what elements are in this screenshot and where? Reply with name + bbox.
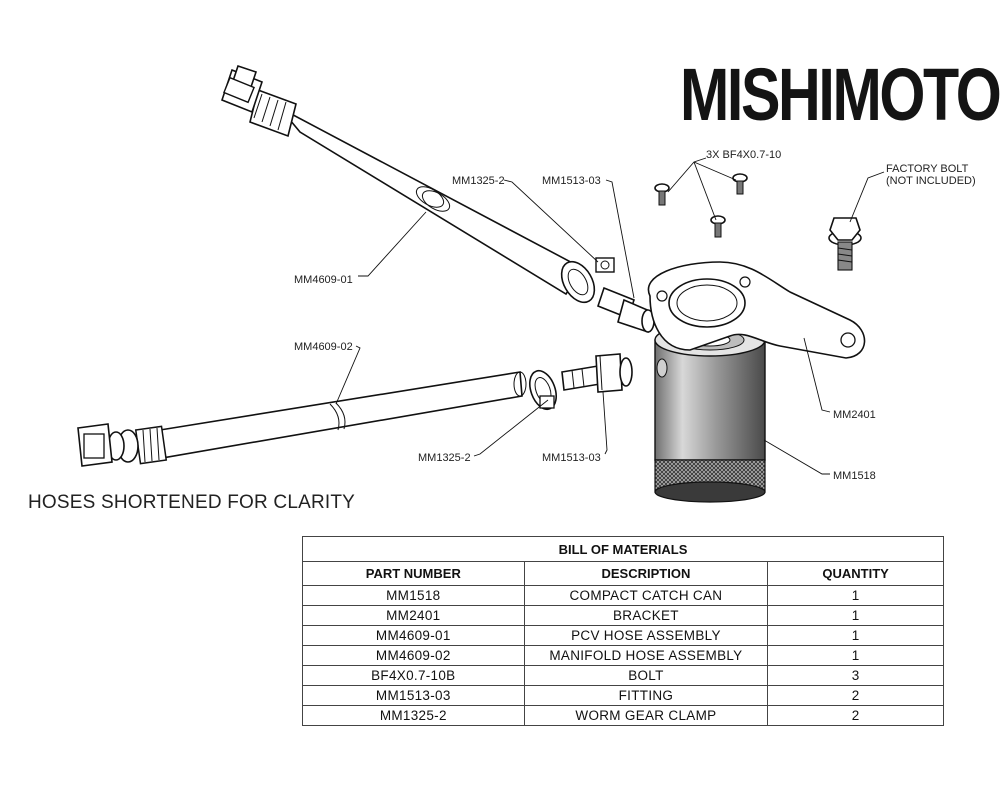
bom-title: BILL OF MATERIALS	[302, 536, 944, 562]
bom-cell-description: PCV HOSE ASSEMBLY	[523, 625, 769, 646]
callout-bolts: 3X BF4X0.7-10	[706, 149, 781, 161]
catch-can	[654, 323, 766, 503]
mishimoto-logo: MISHIMOTO	[680, 53, 1000, 136]
bom-cell-quantity: 1	[767, 625, 944, 646]
callout-fitting-top: MM1513-03	[542, 175, 601, 187]
bom-cell-description: BRACKET	[523, 605, 769, 626]
callout-factory-bolt-line2: (NOT INCLUDED)	[886, 175, 976, 187]
callout-factory-bolt-line1: FACTORY BOLT	[886, 163, 969, 175]
bom-title-row: BILL OF MATERIALS	[302, 536, 944, 562]
callout-pcv-hose: MM4609-01	[294, 274, 353, 286]
bom-cell-quantity: 3	[767, 665, 944, 686]
bom-cell-quantity: 2	[767, 705, 944, 726]
callout-clamp-bottom: MM1325-2	[418, 452, 471, 464]
bill-of-materials-table: BILL OF MATERIALS PART NUMBER DESCRIPTIO…	[302, 536, 944, 726]
bolt-bf4x0.7-10-a	[654, 183, 670, 206]
pcv-hose-assembly	[221, 64, 655, 334]
callout-bracket: MM2401	[833, 409, 876, 421]
table-row: MM1325-2 WORM GEAR CLAMP 2	[302, 705, 944, 726]
bom-cell-part-number: MM4609-01	[302, 625, 525, 646]
callout-catch-can: MM1518	[833, 470, 876, 482]
bom-cell-quantity: 1	[767, 585, 944, 606]
bom-header-row: PART NUMBER DESCRIPTION QUANTITY	[302, 561, 944, 586]
bolt-bf4x0.7-10-c	[710, 215, 726, 238]
table-row: MM2401 BRACKET 1	[302, 605, 944, 626]
bom-cell-part-number: MM2401	[302, 605, 525, 626]
callout-fitting-bottom: MM1513-03	[542, 452, 601, 464]
hoses-shortened-note: HOSES SHORTENED FOR CLARITY	[28, 492, 356, 513]
bom-cell-part-number: MM1513-03	[302, 685, 525, 706]
bom-cell-quantity: 1	[767, 605, 944, 626]
bom-cell-description: COMPACT CATCH CAN	[523, 585, 769, 606]
manifold-hose-assembly	[77, 353, 633, 467]
bom-cell-description: FITTING	[523, 685, 769, 706]
bom-cell-quantity: 1	[767, 645, 944, 666]
bom-cell-part-number: MM1518	[302, 585, 525, 606]
bom-cell-description: BOLT	[523, 665, 769, 686]
table-row: MM4609-01 PCV HOSE ASSEMBLY 1	[302, 625, 944, 646]
table-row: MM1518 COMPACT CATCH CAN 1	[302, 585, 944, 606]
bom-cell-description: WORM GEAR CLAMP	[523, 705, 769, 726]
bom-cell-part-number: BF4X0.7-10B	[302, 665, 525, 686]
table-row: MM4609-02 MANIFOLD HOSE ASSEMBLY 1	[302, 645, 944, 666]
bom-cell-part-number: MM4609-02	[302, 645, 525, 666]
bolt-bf4x0.7-10-b	[732, 173, 748, 195]
bracket	[647, 261, 866, 359]
bom-header-description: DESCRIPTION	[523, 561, 769, 586]
table-row: BF4X0.7-10B BOLT 3	[302, 665, 944, 686]
table-row: MM1513-03 FITTING 2	[302, 685, 944, 706]
bom-cell-description: MANIFOLD HOSE ASSEMBLY	[523, 645, 769, 666]
factory-bolt	[828, 217, 862, 271]
callout-clamp-top: MM1325-2	[452, 175, 505, 187]
bom-cell-quantity: 2	[767, 685, 944, 706]
callout-manifold-hose: MM4609-02	[294, 341, 353, 353]
bom-header-quantity: QUANTITY	[767, 561, 944, 586]
leader-lines	[335, 157, 885, 475]
bom-cell-part-number: MM1325-2	[302, 705, 525, 726]
bom-header-part-number: PART NUMBER	[302, 561, 525, 586]
